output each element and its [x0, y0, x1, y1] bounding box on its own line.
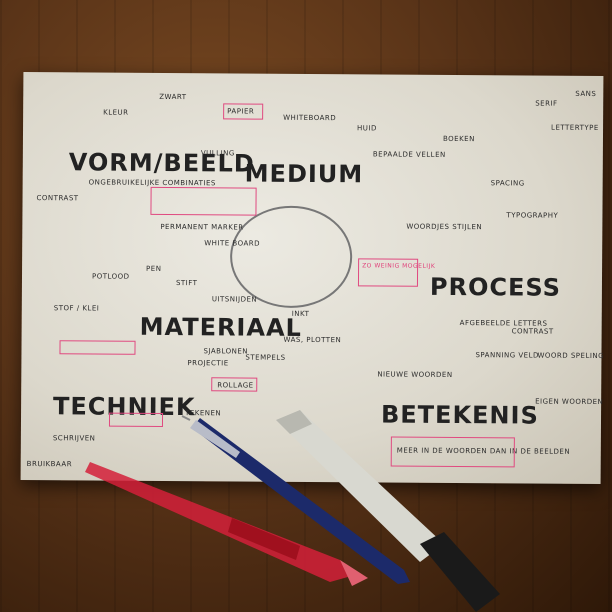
- blue-pen: [181, 415, 410, 584]
- white-marker: [276, 410, 500, 612]
- red-pen: [85, 462, 368, 586]
